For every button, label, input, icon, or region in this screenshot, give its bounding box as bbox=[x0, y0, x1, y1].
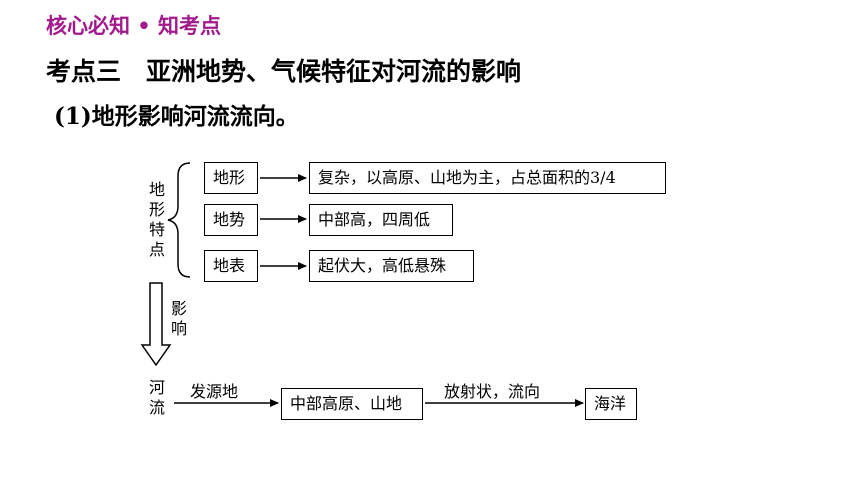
influence-label: 影响 bbox=[170, 299, 187, 338]
feature-desc-terrain: 复杂，以高原、山地为主，占总面积的3/4 bbox=[309, 162, 666, 194]
influence-down-arrow bbox=[140, 282, 172, 367]
feature-desc-surface: 起伏大，高低悬殊 bbox=[309, 250, 474, 282]
river-label: 河流 bbox=[148, 378, 165, 417]
subtitle: (1)地形影响河流流向。 bbox=[54, 103, 299, 130]
feature-name-surface: 地表 bbox=[204, 250, 258, 282]
source-box: 中部高原、山地 bbox=[281, 388, 423, 420]
feature-name-elevation: 地势 bbox=[204, 204, 258, 236]
source-label: 发源地 bbox=[190, 382, 239, 401]
section-tag: 核心必知 • 知考点 bbox=[46, 14, 222, 38]
page-title: 考点三 亚洲地势、气候特征对河流的影响 bbox=[46, 57, 522, 86]
feature-desc-elevation: 中部高，四周低 bbox=[309, 204, 453, 236]
brace bbox=[167, 162, 191, 278]
destination-box: 海洋 bbox=[585, 388, 637, 420]
flow-label: 放射状，流向 bbox=[444, 382, 541, 401]
group-label: 地形特点 bbox=[148, 180, 165, 259]
feature-name-terrain: 地形 bbox=[204, 162, 258, 194]
